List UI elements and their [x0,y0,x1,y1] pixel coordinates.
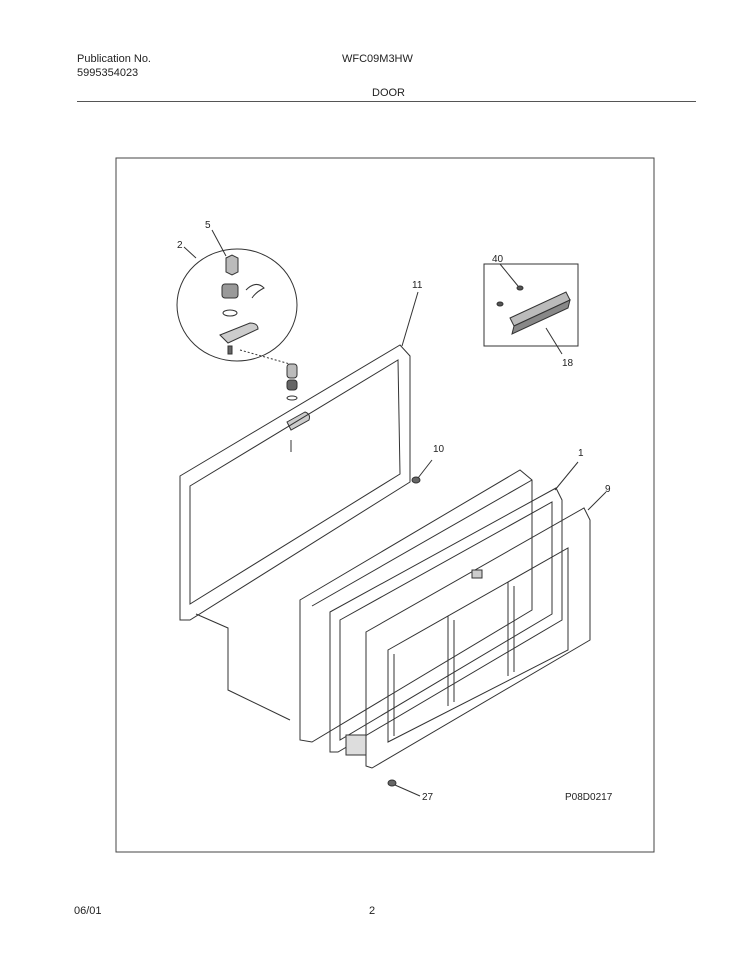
hinge-bracket-part [219,322,259,344]
callout-10: 10 [433,444,445,455]
door-front-9 [365,507,591,769]
publication-number: 5995354023 [77,67,139,79]
section-title: DOOR [372,87,405,99]
door-silhouette-line [195,613,291,721]
hinge-clip-part [245,284,265,299]
publication-label: Publication No. [77,53,151,65]
screw-10 [411,459,433,484]
callout-2: 2 [177,240,183,251]
hinge-stack [286,363,310,452]
footer-page-number: 2 [369,905,376,917]
header-rule [77,101,696,102]
hinge-detail-circle [176,248,298,362]
callout-27: 27 [422,792,434,803]
leader-1 [554,461,579,491]
door-gasket-11 [179,344,411,621]
hinge-screw-part [227,345,233,355]
diagram-frame [115,157,655,853]
screw-27 [387,779,421,797]
drawing-code: P08D0217 [565,792,613,803]
callout-5: 5 [205,220,211,231]
footer-date: 06/01 [74,905,102,917]
leader-18 [545,327,563,355]
leader-9 [587,491,607,511]
hinge-pin-part [225,254,239,276]
callout-9: 9 [605,484,611,495]
model-number: WFC09M3HW [342,53,413,65]
callout-11: 11 [412,280,423,291]
callout-18: 18 [562,358,574,369]
leader-40 [499,263,519,287]
callout-1: 1 [578,448,584,459]
hinge-dashed-leader [239,349,291,365]
door-back-panel [299,469,533,743]
door-handle-18 [496,285,571,335]
callout-40: 40 [492,254,504,265]
leader-11 [401,291,419,347]
handle-detail-box [483,263,579,347]
leader-2 [183,246,197,259]
leader-5 [211,229,227,257]
hinge-bushing-part [221,283,239,299]
